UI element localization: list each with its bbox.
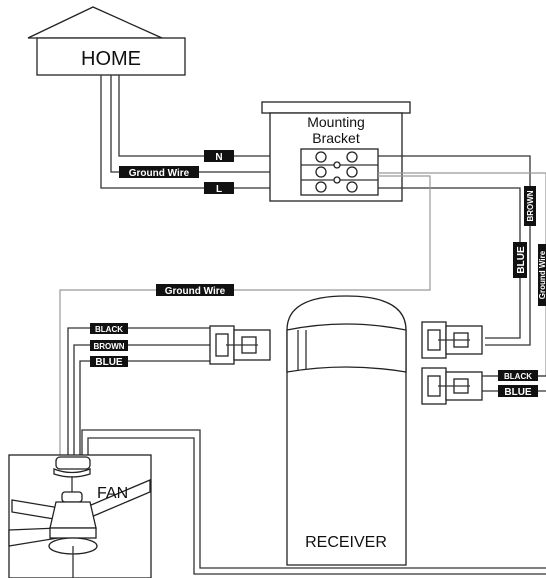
receiver-label: RECEIVER	[305, 534, 387, 551]
terminal-screw	[315, 166, 327, 178]
terminal-screw	[346, 166, 358, 178]
tag-fan-blue: BLUE	[90, 356, 128, 368]
home-wires	[100, 75, 301, 189]
terminal-screw	[315, 151, 327, 163]
tag-receiver-blue: BLUE	[498, 385, 538, 398]
receiver-output-connector	[421, 367, 546, 405]
mounting-bracket: Mounting Bracket	[261, 101, 411, 202]
tag-receiver-black: BLACK	[498, 370, 538, 381]
receiver: RECEIVER	[286, 295, 407, 566]
fan-connector	[209, 325, 271, 365]
terminal-screw	[346, 151, 358, 163]
fan-label: FAN	[97, 485, 128, 502]
svg-text:BLACK: BLACK	[504, 372, 532, 381]
tag-fan-brown: BROWN	[90, 340, 128, 351]
fan-wires	[67, 327, 210, 455]
svg-text:BLUE: BLUE	[516, 246, 527, 274]
tag-live: L	[204, 182, 234, 195]
terminal-pin	[333, 176, 341, 184]
svg-text:Ground Wire: Ground Wire	[129, 168, 190, 179]
fan: FAN	[8, 454, 152, 578]
home-label: HOME	[81, 48, 141, 70]
tag-blue-vertical: BLUE	[513, 242, 527, 278]
svg-text:BLUE: BLUE	[95, 357, 123, 368]
receiver-return-wire	[81, 429, 546, 575]
svg-text:BLACK: BLACK	[95, 325, 123, 334]
terminal-block	[300, 148, 379, 196]
svg-text:BROWN: BROWN	[93, 342, 124, 351]
svg-text:BROWN: BROWN	[526, 190, 535, 221]
bracket-label-line1: Mounting	[307, 114, 365, 130]
home-house: HOME	[27, 6, 186, 76]
receiver-input-connector	[421, 321, 483, 359]
tag-fan-black: BLACK	[90, 323, 128, 334]
tag-brown-vertical: BROWN	[524, 186, 536, 226]
terminal-pin	[333, 161, 341, 169]
svg-text:L: L	[216, 184, 222, 195]
terminal-screw	[346, 181, 358, 193]
svg-text:N: N	[215, 152, 222, 163]
svg-text:BLUE: BLUE	[504, 387, 532, 398]
tag-ground-mid: Ground Wire	[156, 284, 234, 297]
tag-neutral: N	[204, 150, 234, 163]
tag-ground-top: Ground Wire	[119, 166, 199, 179]
svg-text:Ground Wire: Ground Wire	[165, 286, 226, 297]
terminal-screw	[315, 181, 327, 193]
bracket-label-line2: Bracket	[312, 130, 360, 146]
tag-ground-right: Ground Wire	[538, 244, 546, 306]
svg-text:Ground Wire: Ground Wire	[538, 250, 546, 299]
